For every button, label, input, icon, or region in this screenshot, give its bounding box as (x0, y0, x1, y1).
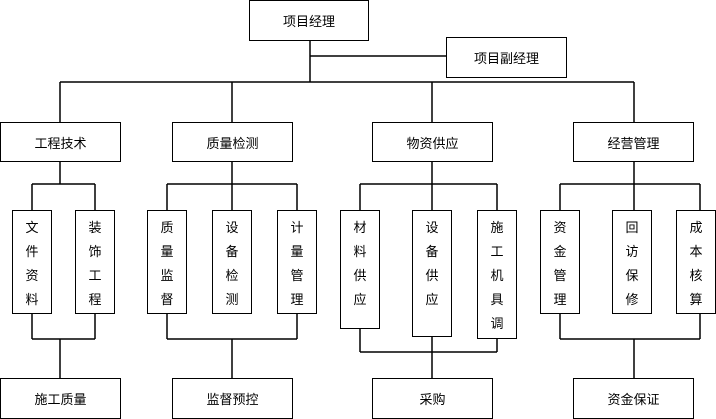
sub-box-char: 材 (353, 221, 367, 236)
result-supervision-box: 监督预控 (172, 378, 293, 419)
sub-box-char: 应 (425, 293, 439, 308)
sub-box-设备检测: 设备检测设备检测 (212, 210, 252, 314)
sub-box-char: 备 (425, 245, 439, 260)
sub-box-char: 件 (25, 245, 39, 260)
sub-box-char: 设 (425, 221, 439, 236)
sub-box-char: 应 (353, 293, 367, 308)
sub-box-char: 设 (225, 221, 239, 236)
sub-box-char: 测 (225, 293, 239, 308)
sub-box-char: 供 (353, 269, 367, 284)
sub-box-char: 金 (553, 245, 567, 260)
sub-box-char: 理 (553, 293, 567, 308)
sub-box-char: 调 (490, 317, 504, 332)
sub-box-成本核算: 成本核算成本核算 (676, 210, 716, 314)
sub-box-char: 具 (490, 293, 504, 308)
sub-box-char: 料 (353, 245, 367, 260)
result-construction-quality-box: 施工质量 (0, 378, 121, 419)
sub-box-char: 管 (553, 269, 567, 284)
sub-box-char: 资 (553, 221, 567, 236)
sub-box-char: 机 (490, 269, 504, 284)
sub-box-材料供应: 材料供应材料供应 (340, 210, 380, 329)
sub-box-char: 本 (689, 245, 703, 260)
sub-box-char: 算 (689, 293, 703, 308)
dept-business-box: 经营管理 (573, 122, 694, 162)
sub-box-char: 文 (25, 221, 39, 236)
deputy-manager-box: 项目副经理 (446, 37, 567, 78)
sub-box-char: 访 (625, 245, 639, 260)
sub-box-char: 回 (625, 221, 639, 236)
sub-box-char: 装 (88, 221, 102, 236)
sub-box-char: 核 (689, 269, 703, 284)
result-funding-box: 资金保证 (573, 378, 694, 419)
sub-box-char: 程 (88, 293, 102, 308)
sub-box-char: 量 (160, 245, 174, 260)
sub-box-char: 成 (689, 221, 703, 236)
result-procurement-box: 采购 (372, 378, 493, 419)
sub-box-char: 资 (25, 269, 39, 284)
sub-box-质量监督: 质量监督质量监督 (147, 210, 187, 314)
sub-box-char: 督 (160, 293, 174, 308)
sub-box-char: 保 (625, 269, 639, 284)
sub-box-char: 工 (88, 269, 102, 284)
sub-box-char: 计 (290, 221, 304, 236)
sub-box-char: 理 (290, 293, 304, 308)
sub-box-char: 料 (25, 293, 39, 308)
sub-box-char: 量 (290, 245, 304, 260)
sub-box-char: 供 (425, 269, 439, 284)
sub-box-设备供应: 设备供应设备供应 (412, 210, 452, 337)
sub-box-计量管理: 计量管理计量管理 (277, 210, 317, 314)
sub-box-char: 施 (490, 221, 504, 236)
dept-engineering-box: 工程技术 (0, 122, 121, 162)
sub-box-回访保修: 回访保修回访保修 (612, 210, 652, 314)
dept-materials-box: 物资供应 (372, 122, 493, 162)
project-manager-box: 项目经理 (249, 0, 369, 41)
sub-box-char: 饰 (88, 245, 102, 260)
sub-box-char: 监 (160, 269, 174, 284)
sub-box-char: 检 (225, 269, 239, 284)
sub-box-char: 工 (490, 245, 504, 260)
sub-box-施工机具调: 施工机具调施工机具调 (477, 210, 517, 339)
sub-box-char: 管 (290, 269, 304, 284)
dept-quality-box: 质量检测 (172, 122, 293, 162)
sub-box-char: 备 (225, 245, 239, 260)
sub-box-char: 质 (160, 221, 174, 236)
sub-box-文件资料: 文件资料文件资料 (12, 210, 52, 314)
sub-box-资金管理: 资金管理资金管理 (540, 210, 580, 314)
sub-box-装饰工程: 装饰工程装饰工程 (75, 210, 115, 314)
sub-box-char: 修 (625, 293, 639, 308)
